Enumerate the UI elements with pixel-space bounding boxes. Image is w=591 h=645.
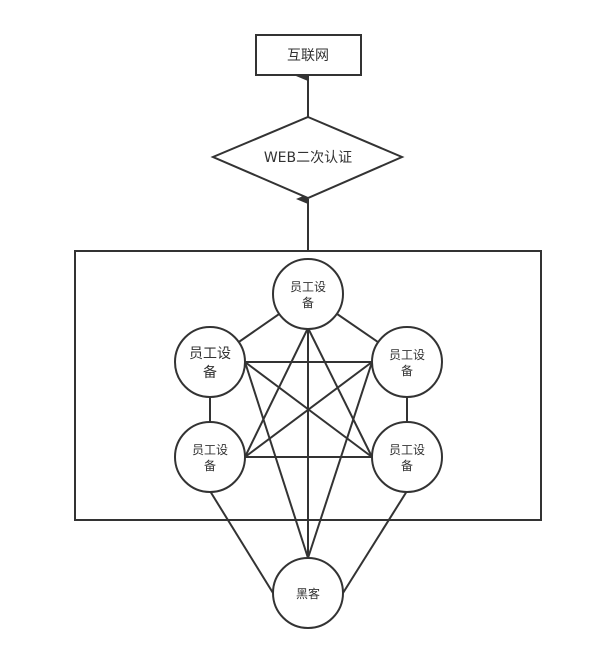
device-circle bbox=[371, 326, 443, 398]
device-label-line2: 备 bbox=[302, 296, 314, 310]
device-node-bottom-left: 员工设 备 bbox=[174, 421, 246, 493]
device-label-line2: 备 bbox=[204, 459, 216, 473]
mesh-edges bbox=[209, 293, 408, 594]
device-label-line1: 员工设 bbox=[389, 443, 425, 457]
device-circle bbox=[174, 421, 246, 493]
device-label-line2: 备 bbox=[401, 364, 413, 378]
edge-bottom-right-hacker bbox=[342, 490, 408, 594]
web-auth-label: WEB二次认证 bbox=[264, 150, 352, 166]
hacker-node: 黑客 bbox=[272, 557, 344, 629]
edge-right-hacker bbox=[307, 361, 373, 559]
device-label-line1: 员工设 bbox=[389, 348, 425, 362]
device-label-line1: 员工设 bbox=[290, 280, 326, 294]
hacker-circle bbox=[272, 557, 344, 629]
edge-top-bottom-left bbox=[244, 327, 309, 458]
device-node-bottom-right: 员工设 备 bbox=[371, 421, 443, 493]
device-circle bbox=[174, 326, 246, 398]
internet-label: 互联网 bbox=[287, 48, 329, 64]
device-label-line2: 备 bbox=[203, 364, 217, 381]
internet-node: 互联网 bbox=[255, 34, 362, 76]
edge-left-hacker bbox=[244, 361, 309, 559]
web-auth-node: WEB二次认证 bbox=[210, 115, 405, 200]
web-auth-diamond bbox=[210, 115, 405, 200]
device-circle bbox=[272, 258, 344, 330]
device-label-line1: 员工设 bbox=[192, 443, 228, 457]
internet-box bbox=[255, 34, 362, 76]
device-node-right: 员工设 备 bbox=[371, 326, 443, 398]
device-node-left: 员工设 备 bbox=[174, 326, 246, 398]
device-label-line2: 备 bbox=[401, 459, 413, 473]
edge-top-bottom-right bbox=[307, 327, 373, 458]
device-circle bbox=[371, 421, 443, 493]
device-label-line1: 员工设 bbox=[189, 346, 231, 362]
device-node-top: 员工设 备 bbox=[272, 258, 344, 330]
edge-bottom-left-hacker bbox=[209, 490, 274, 594]
hacker-label: 黑客 bbox=[296, 586, 320, 601]
